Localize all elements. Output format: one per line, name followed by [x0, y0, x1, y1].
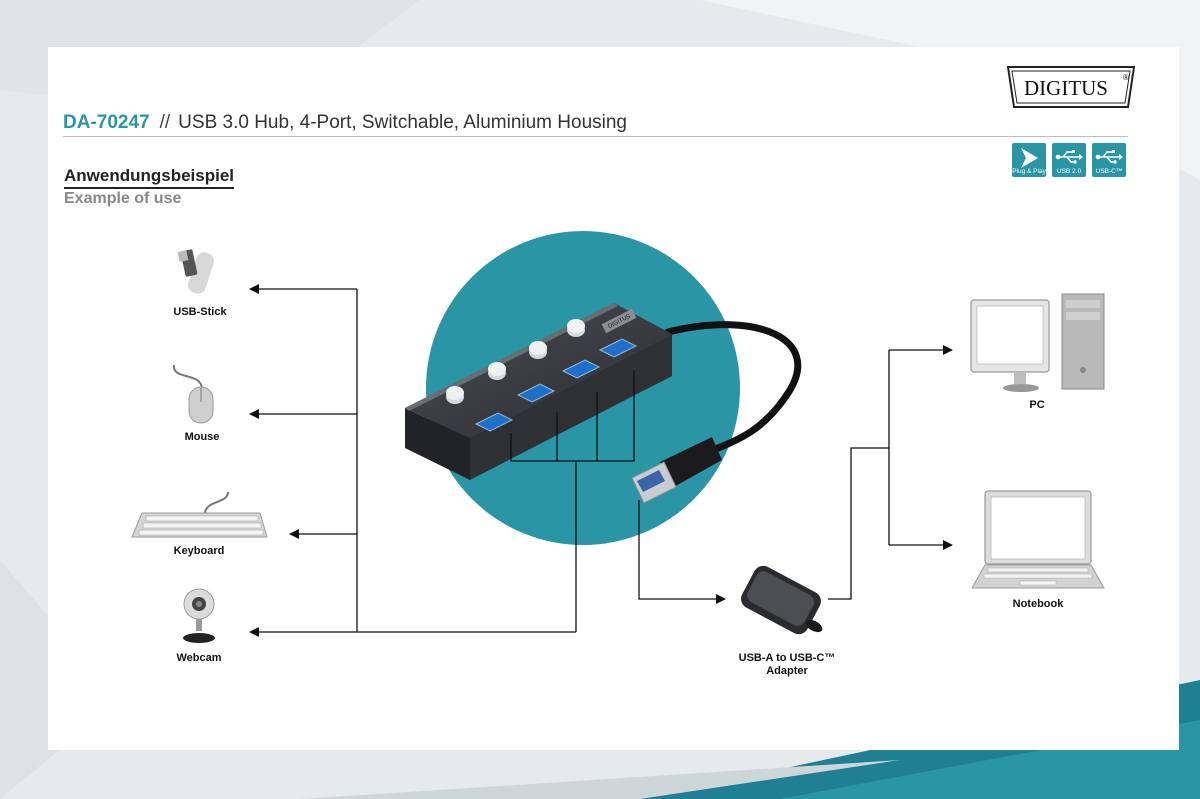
- badge-label: USB 2.0: [1056, 168, 1082, 175]
- usb-2-badge: USB 2.0: [1052, 143, 1086, 177]
- right-device-connectors: [828, 345, 953, 600]
- hub-port: [561, 359, 601, 379]
- hub-switch-button: [529, 341, 547, 359]
- webcam-icon: [183, 588, 215, 643]
- port-connector-lines: [510, 370, 635, 632]
- hub-switch-button: [567, 319, 585, 337]
- notebook-icon: [971, 490, 1105, 589]
- usb-stick-icon: [177, 249, 214, 294]
- device-label-notebook: Notebook: [1012, 598, 1064, 610]
- badge-label: Plug & Play: [1012, 168, 1046, 175]
- device-label-pc: PC: [1029, 399, 1045, 411]
- product-header: DA-70247 // USB 3.0 Hub, 4-Port, Switchabl…: [63, 112, 1128, 137]
- adapter-label-line-1: USB-A to USB-C™: [738, 652, 836, 664]
- device-label-mouse: Mouse: [184, 431, 220, 443]
- usb-c-badge: USB-C™: [1092, 143, 1126, 177]
- product-code: DA-70247: [63, 112, 150, 133]
- brand-logo-text: DIGITUS: [1024, 76, 1108, 100]
- plug-and-play-badge: Plug & Play: [1012, 143, 1046, 177]
- usb-trident-icon: [1055, 150, 1083, 164]
- keyboard-icon: [131, 491, 268, 538]
- brand-logo: DIGITUS ®: [1006, 66, 1136, 108]
- hub-switch-button: [488, 362, 506, 380]
- registered-mark: ®: [1123, 73, 1129, 82]
- usb-a-to-c-adapter-icon: [741, 565, 823, 635]
- device-label-adapter: USB-A to USB-C™ Adapter: [712, 652, 862, 678]
- adapter-label-line-2: Adapter: [766, 665, 808, 677]
- hub-port: [516, 383, 556, 403]
- badge-label: USB-C™: [1095, 168, 1123, 175]
- hub-port: [474, 412, 514, 432]
- desktop-pc-icon: [970, 293, 1105, 392]
- plug-and-play-icon: [1021, 148, 1038, 168]
- header-separator: //: [159, 112, 171, 133]
- hub-cable: [664, 321, 802, 459]
- usb-a-plug: [631, 437, 722, 504]
- mouse-icon: [173, 364, 214, 424]
- usb-trident-icon: [1095, 150, 1123, 164]
- product-title: USB 3.0 Hub, 4-Port, Switchable, Alumini…: [178, 112, 627, 133]
- device-label-keyboard: Keyboard: [173, 545, 225, 557]
- plug-to-adapter-connector: [638, 500, 726, 604]
- section-title: Anwendungsbeispiel: [64, 166, 235, 189]
- section-subtitle: Example of use: [64, 190, 182, 207]
- hub-switch-button: [446, 386, 464, 404]
- hub-port: [598, 338, 638, 358]
- left-device-connectors: [249, 284, 576, 637]
- device-label-webcam: Webcam: [176, 652, 222, 664]
- device-label-usb-stick: USB-Stick: [173, 306, 227, 318]
- usb-hub: DIGITUS: [405, 303, 672, 480]
